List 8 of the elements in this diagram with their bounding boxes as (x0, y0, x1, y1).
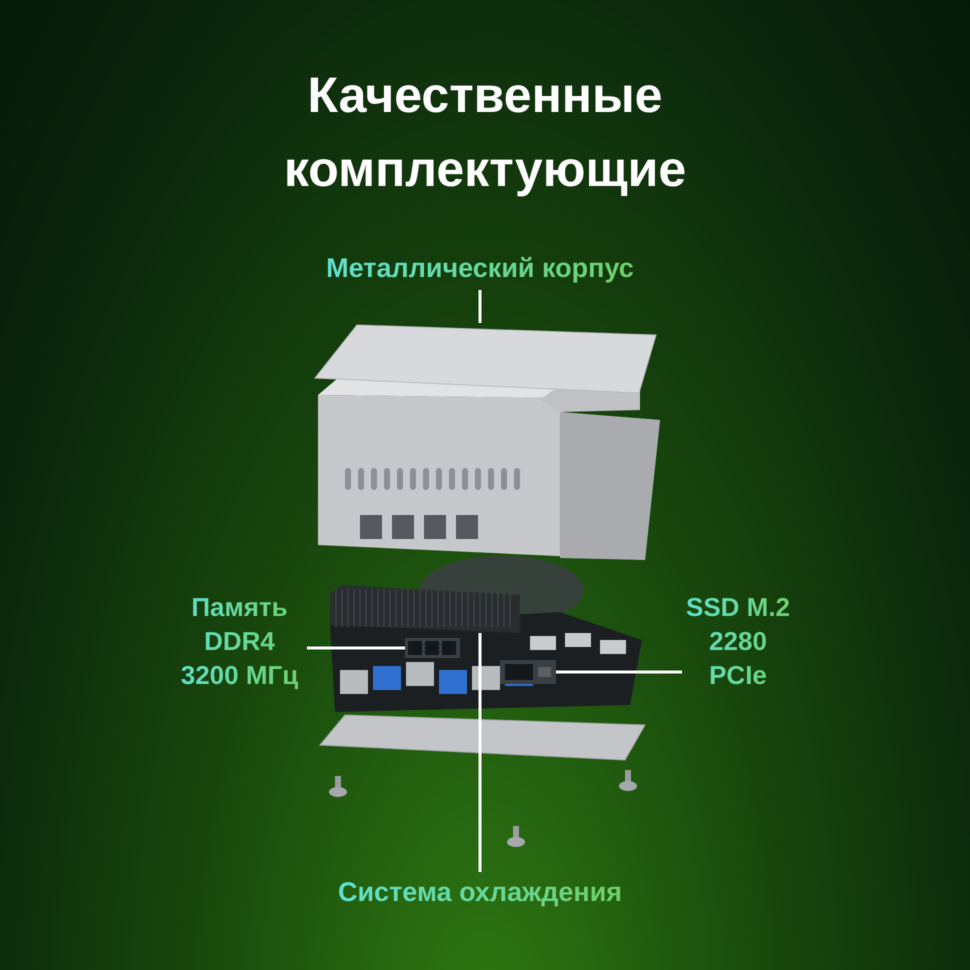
component-picture (500, 660, 556, 684)
leader-line (478, 290, 482, 323)
leader-line (556, 670, 682, 674)
title: Качественные комплектующие (282, 66, 688, 199)
component-picture (330, 585, 520, 633)
leader-line (307, 646, 405, 650)
component-picture (405, 638, 460, 658)
leader-line (478, 633, 482, 872)
